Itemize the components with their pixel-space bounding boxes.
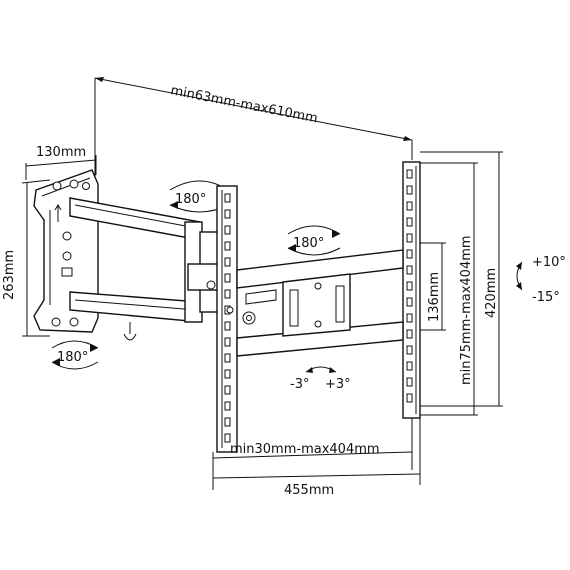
wall-plate-height-dimension: 263mm — [2, 179, 51, 337]
plate-swivel-rotation: 180° — [287, 225, 341, 256]
overall-height-dimension: 420mm — [420, 151, 503, 407]
articulating-arm — [69, 197, 221, 341]
left-vertical-rail — [216, 185, 238, 453]
plate-swivel-label: 180° — [293, 236, 324, 251]
vertical-spacing-label: min75mm-max404mm — [459, 235, 474, 385]
vertical-spacing-dimension: min75mm-max404mm — [420, 162, 478, 416]
wall-plate-height-label: 263mm — [2, 250, 17, 300]
right-vertical-rail — [402, 161, 421, 419]
arm-extension-dimension: min63mm-max610mm — [94, 77, 413, 185]
level-adjustment: -3° +3° — [290, 366, 351, 392]
overall-height-label: 420mm — [484, 268, 499, 318]
level-right-label: +3° — [325, 377, 351, 392]
wall-plate-width-dimension: 130mm — [25, 145, 97, 180]
center-bracket-dimension: 136mm — [420, 242, 446, 331]
arm-extension-label: min63mm-max610mm — [169, 83, 319, 126]
tilt-up-label: +10° — [532, 255, 566, 270]
arm-joint-bottom-label: 180° — [57, 350, 88, 365]
arm-joint-bottom-rotation: 180° — [51, 340, 99, 370]
horizontal-spacing-label: min30mm-max404mm — [230, 442, 380, 457]
overall-width-dimension: 455mm — [212, 418, 421, 498]
cross-plates — [226, 249, 404, 357]
overall-width-label: 455mm — [284, 483, 334, 498]
tilt-adjustment: +10° -15° — [516, 255, 566, 305]
center-bracket-label: 136mm — [427, 272, 442, 322]
arm-joint-top-label: 180° — [175, 192, 206, 207]
tilt-down-label: -15° — [532, 290, 560, 305]
horizontal-spacing-dimension: min30mm-max404mm — [212, 418, 413, 490]
wall-plate-width-label: 130mm — [36, 145, 86, 160]
level-left-label: -3° — [290, 377, 309, 392]
